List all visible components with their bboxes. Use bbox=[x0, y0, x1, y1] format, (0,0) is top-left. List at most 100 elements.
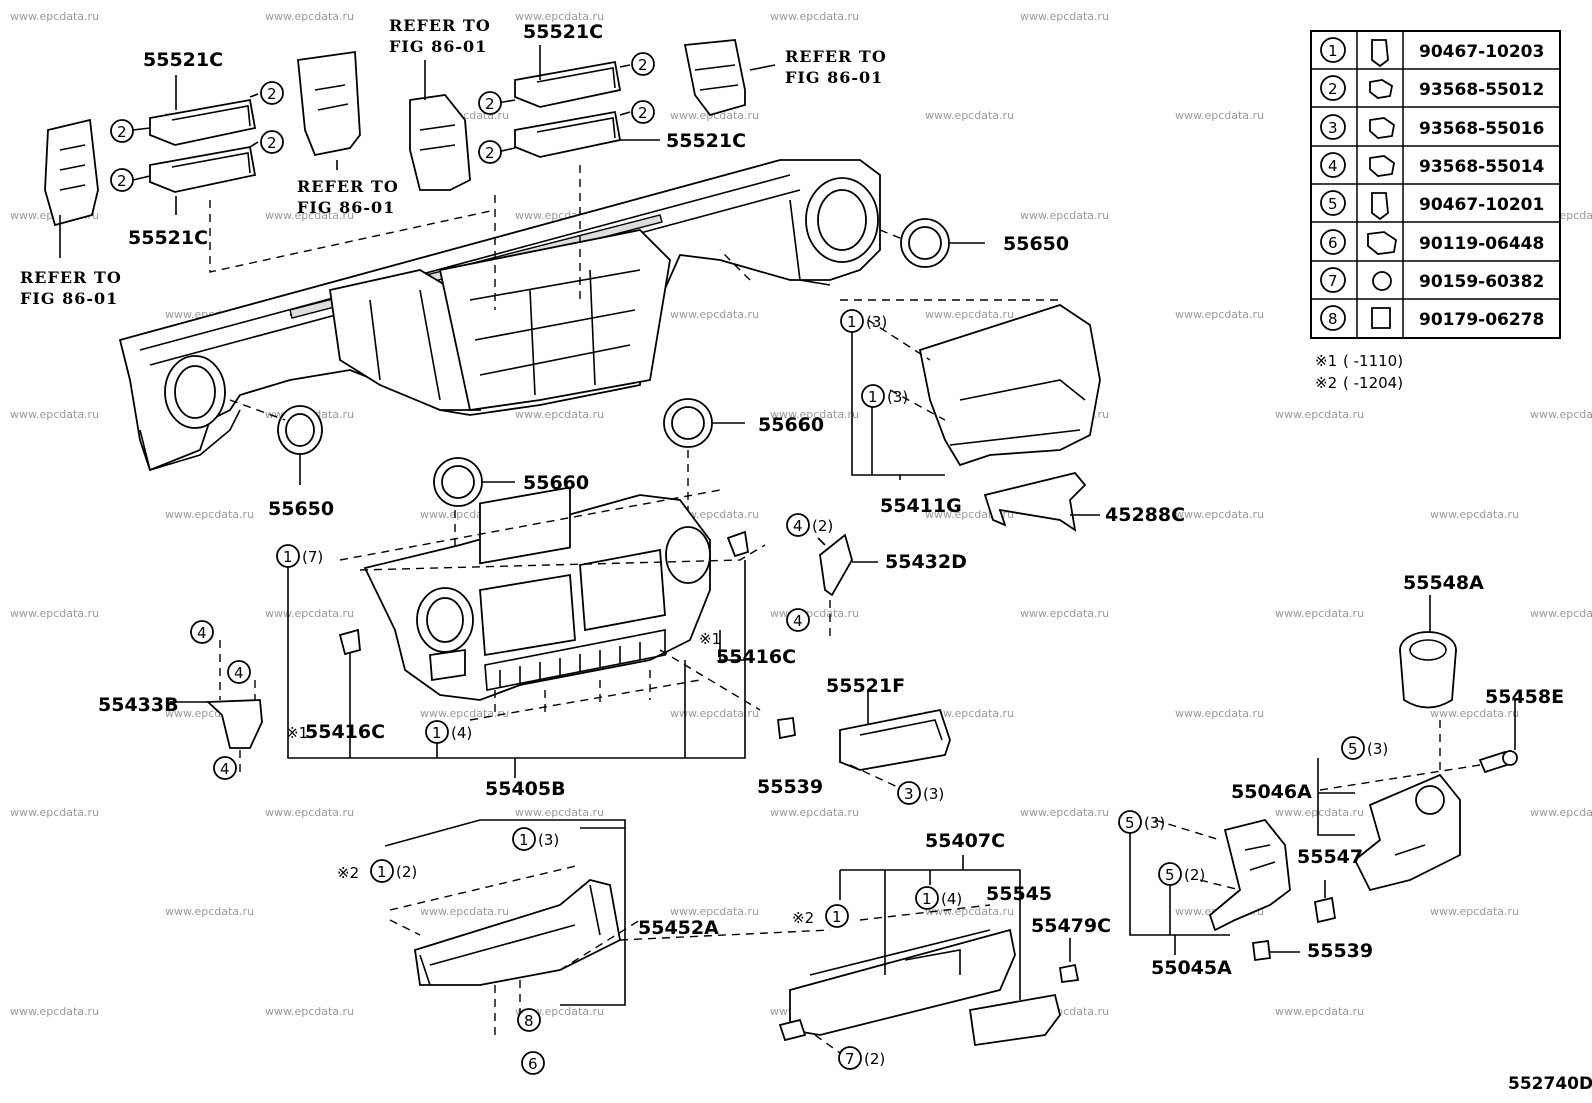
svg-text:(3): (3) bbox=[538, 831, 559, 849]
lower-panel-55452a bbox=[384, 819, 831, 1040]
svg-text:www.epcdata.ru: www.epcdata.ru bbox=[1020, 607, 1109, 620]
callout-1-qty4: 1 (4) bbox=[425, 720, 472, 744]
label-55416c-b: 55416C bbox=[305, 721, 385, 743]
svg-text:www.epcdata.ru: www.epcdata.ru bbox=[925, 905, 1014, 918]
callout-1-qty3: 1(3) bbox=[840, 309, 887, 333]
svg-text:2: 2 bbox=[485, 144, 495, 162]
table-row: 8 90179-06278 bbox=[1320, 305, 1544, 331]
table-row: 4 93568-55014 bbox=[1320, 152, 1545, 178]
svg-text:90467-10201: 90467-10201 bbox=[1419, 195, 1544, 215]
svg-text:1: 1 bbox=[847, 313, 857, 331]
svg-text:www.epcdata.ru: www.epcdata.ru bbox=[1530, 408, 1592, 421]
screw-icon bbox=[1369, 117, 1395, 139]
svg-text:2: 2 bbox=[267, 85, 277, 103]
callout-3-qty3: 3(3) bbox=[897, 781, 944, 805]
svg-text:1: 1 bbox=[922, 890, 932, 908]
svg-text:4: 4 bbox=[197, 624, 207, 642]
svg-text:4: 4 bbox=[1328, 157, 1338, 175]
svg-text:2: 2 bbox=[267, 134, 277, 152]
svg-text:www.epcdata.ru: www.epcdata.ru bbox=[925, 308, 1014, 321]
svg-text:www.epcdata.ru: www.epcdata.ru bbox=[770, 607, 859, 620]
table-row: 1 90467-10203 bbox=[1320, 37, 1544, 68]
svg-text:www.epcdata.ru: www.epcdata.ru bbox=[10, 1005, 99, 1018]
svg-text:www.epcdata.ru: www.epcdata.ru bbox=[1020, 806, 1109, 819]
svg-text:2: 2 bbox=[638, 104, 648, 122]
svg-text:www.epcdata.ru: www.epcdata.ru bbox=[10, 806, 99, 819]
label-55548a: 55548A bbox=[1403, 572, 1484, 594]
screw-55458e bbox=[1319, 700, 1518, 791]
svg-text:www.epcdata.ru: www.epcdata.ru bbox=[1175, 109, 1264, 122]
svg-text:1: 1 bbox=[432, 724, 442, 742]
clip-icon bbox=[1371, 192, 1389, 221]
callout-5-qty3: 5(3) bbox=[1341, 736, 1388, 760]
label-55411g: 55411G bbox=[880, 495, 962, 517]
vent-55650-right bbox=[879, 218, 985, 268]
svg-text:4: 4 bbox=[234, 664, 244, 682]
note-mark-1-right: ※1 bbox=[699, 630, 721, 648]
label-55458e: 55458E bbox=[1485, 686, 1564, 708]
svg-text:www.epcdata.ru: www.epcdata.ru bbox=[1175, 707, 1264, 720]
svg-text:www.epcdata.ru: www.epcdata.ru bbox=[515, 10, 604, 23]
label-55407c: 55407C bbox=[925, 830, 1005, 852]
svg-text:1: 1 bbox=[1328, 42, 1338, 60]
label-55660-b: 55660 bbox=[523, 472, 589, 494]
callout-4: 4 bbox=[190, 620, 214, 644]
label-55650-b: 55650 bbox=[268, 498, 334, 520]
svg-text:www.epcdata.ru: www.epcdata.ru bbox=[1275, 607, 1364, 620]
callout-4: 4 bbox=[227, 660, 251, 684]
svg-text:REFER TO: REFER TO bbox=[389, 16, 491, 35]
svg-text:www.epcdata.ru: www.epcdata.ru bbox=[420, 905, 509, 918]
label-55452a: 55452A bbox=[638, 917, 719, 939]
svg-text:(3): (3) bbox=[923, 785, 944, 803]
meter-hood-55411g bbox=[840, 299, 1101, 480]
fastener-callouts: 2 2 2 2 2 2 2 2 1(3) 1(3) 1(7) 1(4) 4(2)… bbox=[110, 52, 1388, 1075]
svg-text:93568-55016: 93568-55016 bbox=[1419, 119, 1544, 139]
svg-text:www.epcdata.ru: www.epcdata.ru bbox=[1430, 905, 1519, 918]
callout-5-qty2: 5(2) bbox=[1158, 862, 1205, 886]
svg-text:www.epcdata.ru: www.epcdata.ru bbox=[770, 408, 859, 421]
bracket-center-left bbox=[297, 50, 361, 157]
cup-holder-55548a bbox=[1399, 595, 1457, 780]
clip-55539-lower bbox=[1252, 939, 1300, 962]
svg-text:(7): (7) bbox=[302, 548, 323, 566]
svg-text:FIG 86-01: FIG 86-01 bbox=[20, 289, 118, 308]
svg-text:www.epcdata.ru: www.epcdata.ru bbox=[10, 408, 99, 421]
svg-text:4: 4 bbox=[220, 760, 230, 778]
svg-text:5: 5 bbox=[1125, 814, 1135, 832]
svg-text:93568-55014: 93568-55014 bbox=[1419, 157, 1545, 177]
svg-text:www.epcdata.ru: www.epcdata.ru bbox=[265, 607, 354, 620]
console-panel-55046a bbox=[1317, 758, 1461, 892]
svg-text:90119-06448: 90119-06448 bbox=[1419, 234, 1544, 254]
label-55521c-a: 55521C bbox=[143, 49, 223, 71]
svg-text:www.epcdata.ru: www.epcdata.ru bbox=[1020, 10, 1109, 23]
svg-text:(3): (3) bbox=[887, 388, 908, 406]
table-row: 3 93568-55016 bbox=[1320, 114, 1544, 140]
label-55416c-a: 55416C bbox=[716, 646, 796, 668]
svg-text:www.epcdata.ru: www.epcdata.ru bbox=[1275, 806, 1364, 819]
label-55545: 55545 bbox=[986, 883, 1052, 905]
svg-text:2: 2 bbox=[1328, 80, 1338, 98]
svg-text:6: 6 bbox=[1328, 234, 1338, 252]
table-row: 7 90159-60382 bbox=[1320, 267, 1544, 293]
svg-text:www.epcdata.ru: www.epcdata.ru bbox=[670, 905, 759, 918]
svg-text:(2): (2) bbox=[1184, 866, 1205, 884]
diagram-code: 552740D bbox=[1508, 1074, 1592, 1094]
svg-text:8: 8 bbox=[1328, 310, 1338, 328]
note-mark-2-left: ※2 bbox=[337, 864, 359, 882]
svg-text:www.epcdata.ru: www.epcdata.ru bbox=[265, 806, 354, 819]
nut-icon bbox=[1372, 271, 1392, 291]
screw-icon bbox=[1369, 79, 1394, 99]
svg-text:2: 2 bbox=[117, 123, 127, 141]
svg-text:FIG 86-01: FIG 86-01 bbox=[389, 37, 487, 56]
label-55479c: 55479C bbox=[1031, 915, 1111, 937]
callout-2: 2 bbox=[478, 91, 502, 115]
svg-text:FIG 86-01: FIG 86-01 bbox=[297, 198, 395, 217]
svg-text:(4): (4) bbox=[451, 724, 472, 742]
clip-55479c bbox=[1058, 938, 1080, 984]
center-cluster-55405b bbox=[287, 486, 766, 778]
label-55539-a: 55539 bbox=[757, 776, 823, 798]
callout-2: 2 bbox=[631, 100, 655, 124]
label-55045a: 55045A bbox=[1151, 957, 1232, 979]
callout-1-qty2: 1(2) bbox=[370, 859, 417, 883]
bracket-right bbox=[683, 39, 746, 117]
